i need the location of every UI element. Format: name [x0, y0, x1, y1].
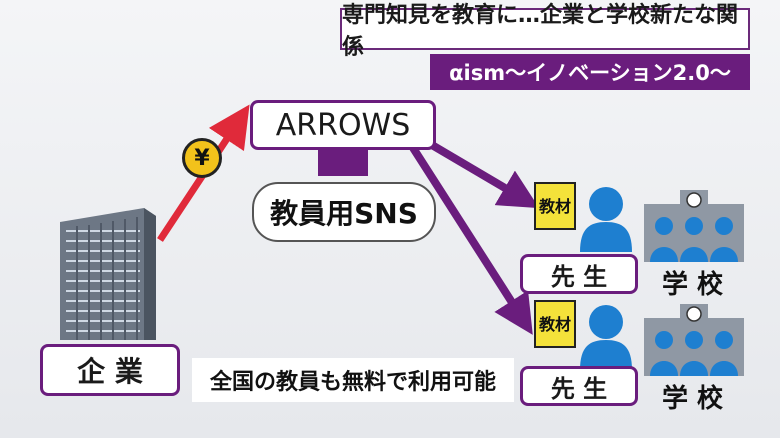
textbook-label-1: 教材	[538, 196, 571, 216]
sns-label: 教員用SNS	[270, 197, 418, 230]
teacher-sns-pill: 教員用SNS	[252, 182, 436, 242]
textbook-icon-2: 教材	[534, 300, 576, 348]
teacher-box-2: 先 生	[520, 366, 638, 406]
arrows-platform-box: ARROWS	[250, 100, 436, 150]
school-label-1: 学 校	[662, 270, 724, 300]
textbook-icon-1: 教材	[534, 182, 576, 230]
free-use-note: 全国の教員も無料で利用可能	[192, 358, 514, 402]
teacher-icon-2	[580, 305, 632, 370]
yen-symbol: ¥	[194, 145, 210, 171]
textbook-label-2: 教材	[538, 314, 571, 334]
teacher-icon-1	[580, 187, 632, 252]
platform-label: ARROWS	[275, 107, 411, 143]
platform-connector	[318, 148, 368, 176]
headline-caption: 専門知見を教育に…企業と学校新たな関係	[340, 3, 750, 60]
teacher-box-1: 先 生	[520, 254, 638, 294]
series-caption: αism～イノベーション2.0～	[430, 54, 750, 90]
teacher-label-2: 先 生	[550, 374, 608, 403]
building-icon	[60, 208, 156, 340]
company-box: 企 業	[40, 344, 180, 396]
teacher-label-1: 先 生	[550, 262, 608, 291]
company-label: 企 業	[77, 355, 143, 388]
red-arrow	[157, 104, 250, 242]
school-icon-1	[644, 190, 744, 262]
school-icon-2	[644, 304, 744, 376]
arrow-to-teacher-2	[404, 137, 533, 335]
yen-coin-icon: ¥	[182, 138, 222, 178]
school-label-2: 学 校	[662, 384, 724, 414]
